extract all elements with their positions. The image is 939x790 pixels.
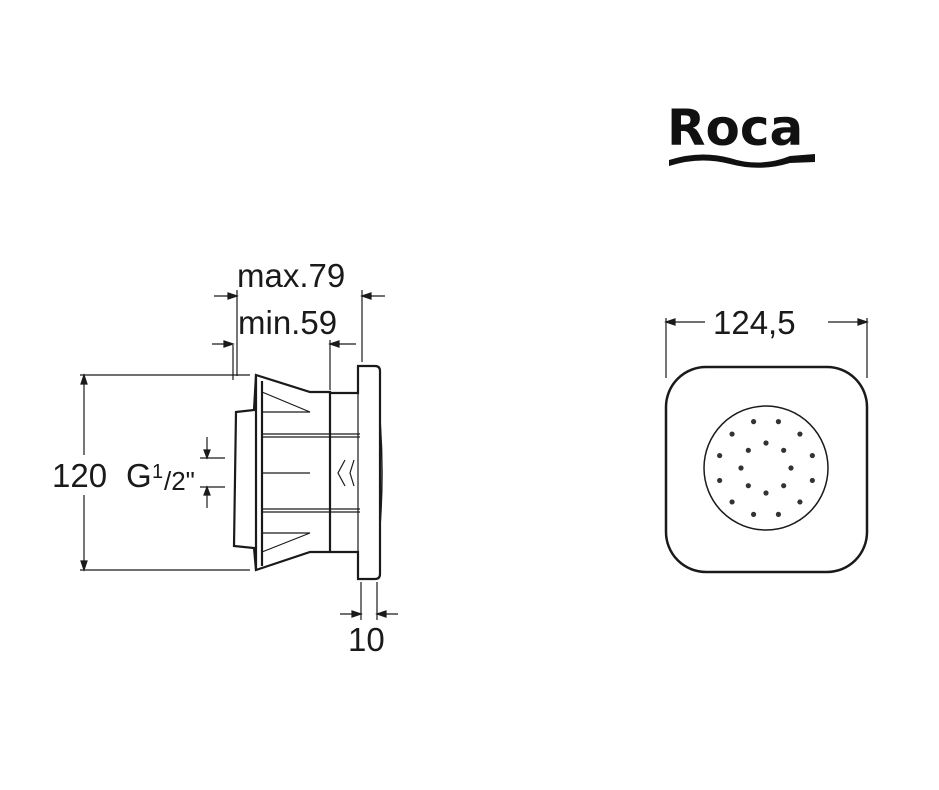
nozzle-dot xyxy=(788,465,794,471)
nozzle-dot xyxy=(729,431,735,437)
thread-fraction-den: /2" xyxy=(164,466,195,496)
flange-thickness-label: 10 xyxy=(348,621,385,658)
nozzle-dot xyxy=(717,452,723,459)
nozzle-dot xyxy=(729,499,735,505)
nozzle-dot xyxy=(745,483,751,489)
front-view-dimensions xyxy=(664,318,869,378)
width-label: 124,5 xyxy=(713,304,796,341)
logo-text: Roca xyxy=(667,99,803,157)
nozzle-dot xyxy=(738,465,744,471)
nozzle-dot xyxy=(763,440,769,446)
nozzle-dot xyxy=(745,447,751,453)
height-label: 120 xyxy=(52,457,107,494)
nozzle-dot xyxy=(781,447,787,453)
spray-face xyxy=(703,405,829,531)
nozzle-group xyxy=(717,419,815,517)
nozzle-dot xyxy=(775,419,782,425)
front-plate xyxy=(664,365,869,574)
nozzle-dot xyxy=(750,419,757,425)
nozzle-dot xyxy=(809,452,815,459)
roca-logo: Roca xyxy=(667,99,815,168)
nozzle-dot xyxy=(781,483,787,489)
side-view-dimensions xyxy=(80,290,398,620)
thread-fraction-num: 1 xyxy=(152,461,163,483)
nozzle-dot xyxy=(797,431,803,437)
nozzle-dot xyxy=(775,511,782,517)
min-depth-label: min.59 xyxy=(238,304,337,341)
nozzle-dot xyxy=(797,499,803,505)
nozzle-dot xyxy=(750,511,757,517)
nozzle-dot xyxy=(717,477,723,484)
logo-wave-icon xyxy=(669,154,815,168)
nozzle-dot xyxy=(763,490,769,496)
side-view-body xyxy=(232,364,383,581)
max-depth-label: max.79 xyxy=(237,257,345,294)
nozzle-dot xyxy=(809,477,815,484)
thread-label: G xyxy=(126,457,152,494)
